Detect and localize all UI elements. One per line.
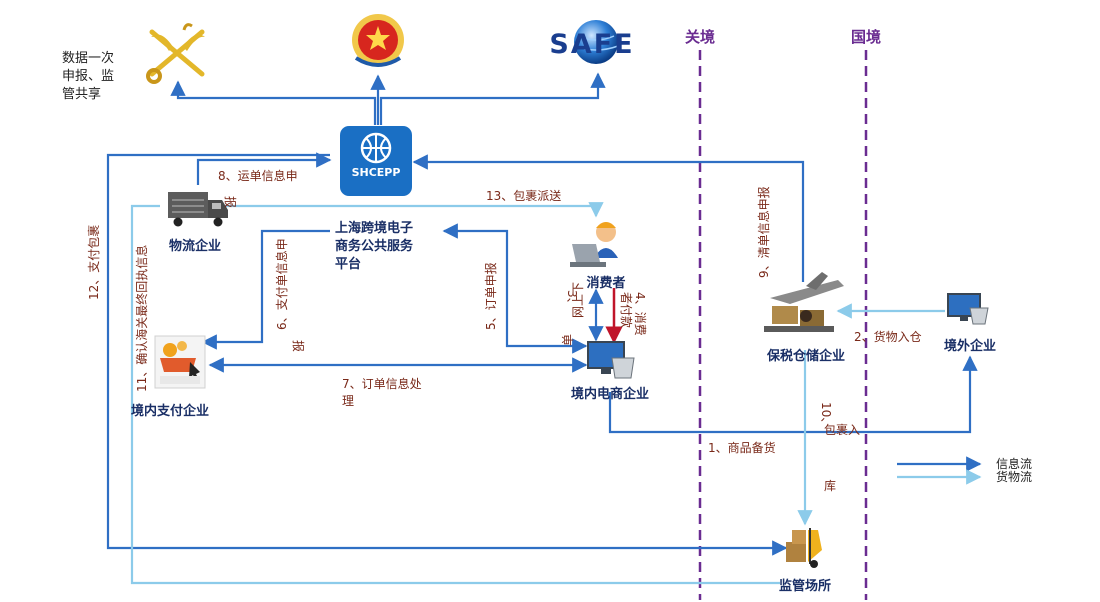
step3-label: 3、	[565, 290, 579, 310]
flow-5-ecommerce-to-platform	[442, 223, 588, 354]
national-border-label: 国境	[851, 28, 881, 46]
step2-label: 2、货物入仓	[854, 329, 922, 344]
overseas-label: 境外企业	[944, 338, 996, 354]
step5-label: 5、订单申报	[483, 262, 498, 330]
flow-11-confirm-loop	[130, 204, 780, 585]
step10-label: 10、	[819, 402, 833, 429]
consumer-user-icon	[570, 222, 618, 267]
flow-12-payment-loop	[106, 153, 788, 556]
bonded-warehouse-icon	[764, 272, 844, 332]
warehouse-forklift-icon	[786, 528, 822, 568]
flow-6-payment-to-platform	[201, 229, 330, 350]
delivery-truck-icon	[168, 192, 228, 227]
consumer-label: 消费者	[586, 275, 625, 291]
step10-label-body: 包裹入	[824, 422, 860, 437]
shcepp-logo-text: SHCEPP	[352, 166, 401, 179]
step7-label: 7、订单信息处 理	[342, 376, 425, 408]
flow-9-bonded-to-platform	[412, 154, 805, 282]
step11-label: 11、确认海关最终回执信息	[134, 245, 149, 392]
step13-label: 13、包裹派送	[486, 188, 561, 203]
customs-border-label: 关境	[685, 28, 715, 46]
shcepp-logo-icon: SHCEPP	[340, 126, 412, 196]
step4-label: 4、消费	[633, 292, 647, 336]
flow-platform-to-customs	[170, 80, 377, 125]
overseas-computer-icon	[947, 293, 989, 325]
step3-label-tail: 单	[561, 334, 575, 346]
flow-8-logistics-to-platform	[196, 152, 332, 185]
step3-label-body: 网上下	[571, 282, 585, 318]
step8-label: 8、运单信息申	[218, 168, 298, 183]
supervision-label: 监管场所	[779, 578, 831, 594]
legend-info-label: 信息流	[996, 456, 1032, 471]
bonded-label: 保税仓储企业	[766, 348, 845, 364]
ecommerce-computer-icon	[587, 341, 635, 379]
payment-label: 境内支付企业	[131, 403, 209, 419]
safe-logo-icon: SAFE	[549, 20, 634, 64]
safe-logo-text: SAFE	[549, 29, 634, 60]
tax-emblem-icon	[352, 14, 404, 67]
platform-label: 上海跨境电子 商务公共服务 平台	[335, 220, 418, 272]
online-payment-icon	[154, 335, 206, 389]
step4-label-tail: 者付款	[619, 292, 633, 328]
flow-13-parcel-delivery	[225, 202, 604, 218]
ecommerce-label: 境内电商企业	[571, 386, 649, 402]
step8-label-tail: 报	[223, 196, 238, 208]
step10-label-tail: 库	[824, 478, 836, 493]
step9-label: 9、清单信息申报	[756, 186, 771, 278]
legend-goods-label: 货物流	[996, 469, 1032, 484]
step1-label: 1、商品备货	[708, 440, 776, 455]
flow-platform-to-safe	[379, 72, 606, 125]
top-note: 数据一次 申报、监 管共享	[62, 50, 118, 102]
step6-label: 6、支付单信息申	[274, 238, 289, 330]
flow-ecommerce-to-overseas	[608, 355, 978, 434]
step6-label-tail: 报	[291, 340, 306, 352]
logistics-label: 物流企业	[169, 238, 221, 254]
step12-label: 12、支付包裹	[86, 225, 101, 300]
customs-emblem-icon	[146, 23, 205, 84]
